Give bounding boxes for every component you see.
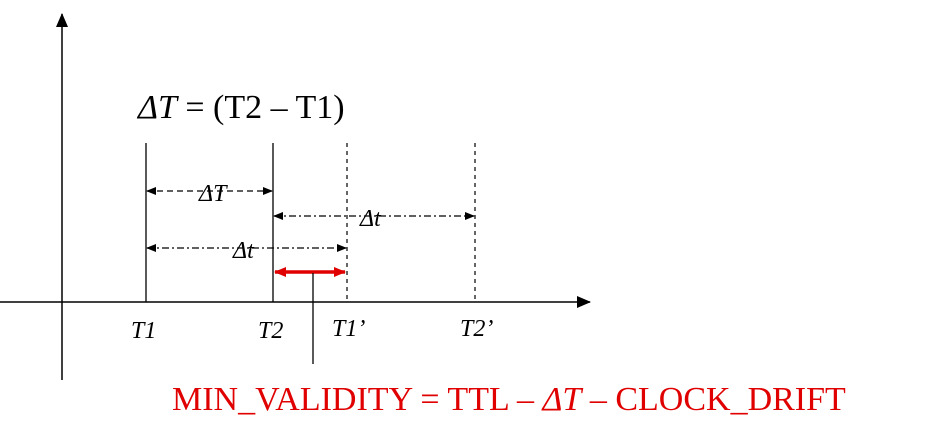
t2-prime-label: T2’ xyxy=(460,316,493,342)
t2-label: T2 xyxy=(258,318,283,344)
formula-delta-symbol: ΔT xyxy=(136,89,179,126)
delta-t-lower-interval-label: Δt xyxy=(232,238,255,264)
delta-t-upper-interval-label: Δt xyxy=(359,206,382,232)
min-validity-formula: MIN_VALIDITY = TTL – ΔT – CLOCK_DRIFT xyxy=(172,381,846,418)
t1-label: T1 xyxy=(131,318,156,344)
min-validity-formula-part1: MIN_VALIDITY = TTL – xyxy=(172,381,542,418)
t1-prime-label: T1’ xyxy=(332,316,365,342)
min-validity-formula-part2: – CLOCK_DRIFT xyxy=(581,381,846,418)
formula-delta-top: ΔT = (T2 – T1) xyxy=(136,89,345,126)
delta-T-interval-label: ΔT xyxy=(198,181,228,207)
formula-delta-definition: = (T2 – T1) xyxy=(177,89,345,126)
min-validity-formula-delta: ΔT xyxy=(540,381,583,418)
